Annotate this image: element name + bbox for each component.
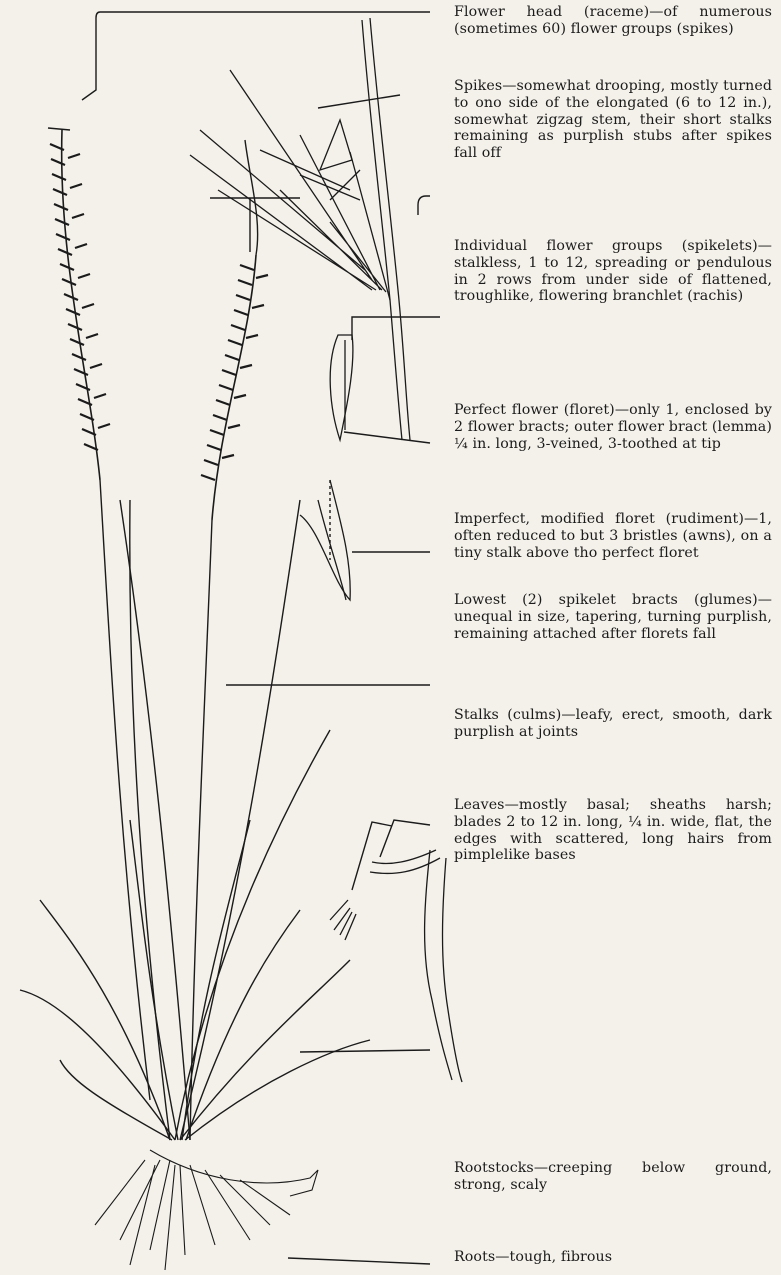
leader-flower-head [82, 12, 430, 100]
label-rootstocks: Rootstocks—creeping below ground, strong… [454, 1160, 772, 1194]
label-glumes: Lowest (2) spikelet bracts (glumes)—uneq… [454, 592, 772, 642]
label-leaves: Leaves—mostly basal; sheaths harsh; blad… [454, 797, 772, 864]
label-rudiment: Imperfect, modified floret (rudiment)—1,… [454, 511, 772, 561]
label-spikes: Spikes—somewhat drooping, mostly turned … [454, 78, 772, 162]
label-spikelets: Individual flower groups (spikelets)—sta… [454, 238, 772, 305]
raceme-right [201, 255, 268, 520]
floret-detail [300, 335, 353, 600]
label-flower-head: Flower head (raceme)—of numerous (someti… [454, 4, 772, 38]
label-floret: Perfect flower (floret)—only 1, enclosed… [454, 402, 772, 452]
label-stalks: Stalks (culms)—leafy, erect, smooth, dar… [454, 707, 772, 741]
leader-lines [82, 12, 440, 1264]
roots [95, 1150, 318, 1270]
sheath-detail [330, 850, 462, 1082]
label-roots: Roots—tough, fibrous [454, 1249, 772, 1266]
spike-detail [190, 18, 410, 440]
raceme-left [48, 128, 110, 480]
